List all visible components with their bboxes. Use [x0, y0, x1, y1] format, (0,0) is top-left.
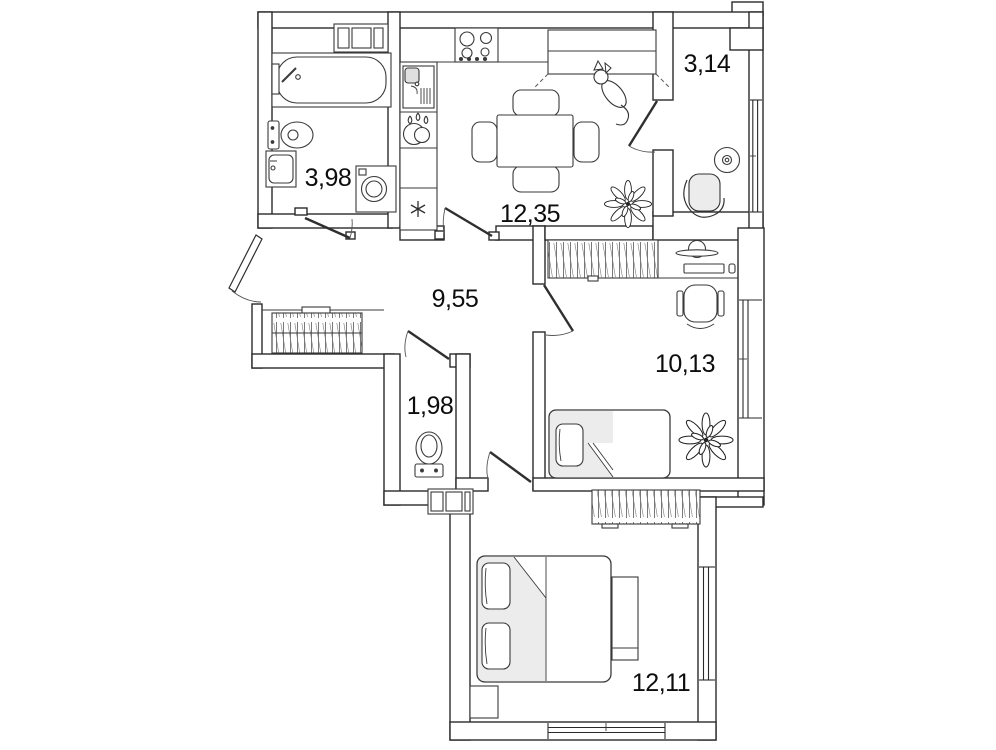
- balcony-door: [627, 100, 659, 153]
- toilet-room-door: [404, 330, 450, 360]
- keyboard: [683, 263, 725, 274]
- refrigerator: [410, 201, 426, 217]
- area-label-bathroom: 3,98: [305, 164, 352, 192]
- balcony-armchair: [683, 173, 725, 218]
- washing-machine: [355, 165, 397, 213]
- pillow: [481, 622, 511, 670]
- room-bedroom-large: 12,11: [469, 489, 701, 719]
- single-bed: [548, 409, 671, 479]
- dining-set: [471, 89, 600, 193]
- double-bed: [476, 555, 612, 683]
- cooktop: [454, 27, 499, 63]
- room-kitchen-living: 12,35: [399, 27, 670, 231]
- wc-toilet: [414, 431, 444, 478]
- balcony-round-table: [713, 146, 741, 174]
- windows: [547, 99, 763, 739]
- bedroom-large-side-window: [699, 566, 715, 681]
- bedroom-large-wardrobe: [591, 489, 701, 529]
- bathroom-door: [304, 216, 353, 240]
- kitchen-sink: [402, 65, 435, 109]
- toilet: [267, 120, 314, 150]
- area-label-balcony: 3,14: [684, 50, 731, 78]
- bedroom-small-wardrobe: [547, 239, 659, 282]
- bedroom-large-door: [486, 451, 532, 483]
- kitchen-door: [442, 206, 493, 238]
- desk: [657, 239, 738, 279]
- bedroom-small-window: [739, 299, 763, 419]
- dishwasher: [402, 112, 431, 146]
- area-label-hallway: 9,55: [432, 285, 479, 313]
- room-bathroom: 3,98: [265, 23, 397, 213]
- room-hallway: 9,55: [262, 285, 479, 354]
- pillow: [555, 423, 584, 467]
- shelf: [333, 23, 389, 53]
- area-label-toilet: 1,98: [407, 392, 454, 420]
- mouse: [728, 263, 736, 274]
- entrance-door: [228, 234, 263, 303]
- plant-kitchen: [604, 180, 652, 228]
- bathtub: [271, 52, 392, 108]
- service-shaft: [427, 488, 474, 515]
- bedroom-large-bottom-window: [547, 723, 666, 739]
- dining-table: [496, 114, 574, 168]
- wash-basin: [265, 150, 297, 188]
- nightstand: [611, 576, 639, 661]
- monitor: [675, 249, 719, 257]
- hall-wardrobe: [271, 306, 363, 354]
- area-label-bedroom-small: 10,13: [655, 350, 715, 378]
- wall-notch: [469, 685, 499, 719]
- room-toilet: 1,98: [407, 392, 474, 515]
- kitchen-counter: [399, 27, 670, 231]
- dog-figure: [593, 59, 630, 126]
- balcony-window: [750, 99, 762, 213]
- area-label-kitchen: 12,35: [500, 200, 560, 228]
- room-bedroom-small: 10,13: [547, 239, 738, 479]
- plant-bedroom: [678, 412, 734, 468]
- doors: [228, 100, 659, 483]
- bedroom-small-door: [542, 284, 575, 336]
- office-chair: [676, 284, 725, 329]
- area-label-bedroom-large: 12,11: [632, 669, 690, 697]
- pillow: [481, 562, 511, 610]
- room-balcony: 3,14: [683, 50, 741, 218]
